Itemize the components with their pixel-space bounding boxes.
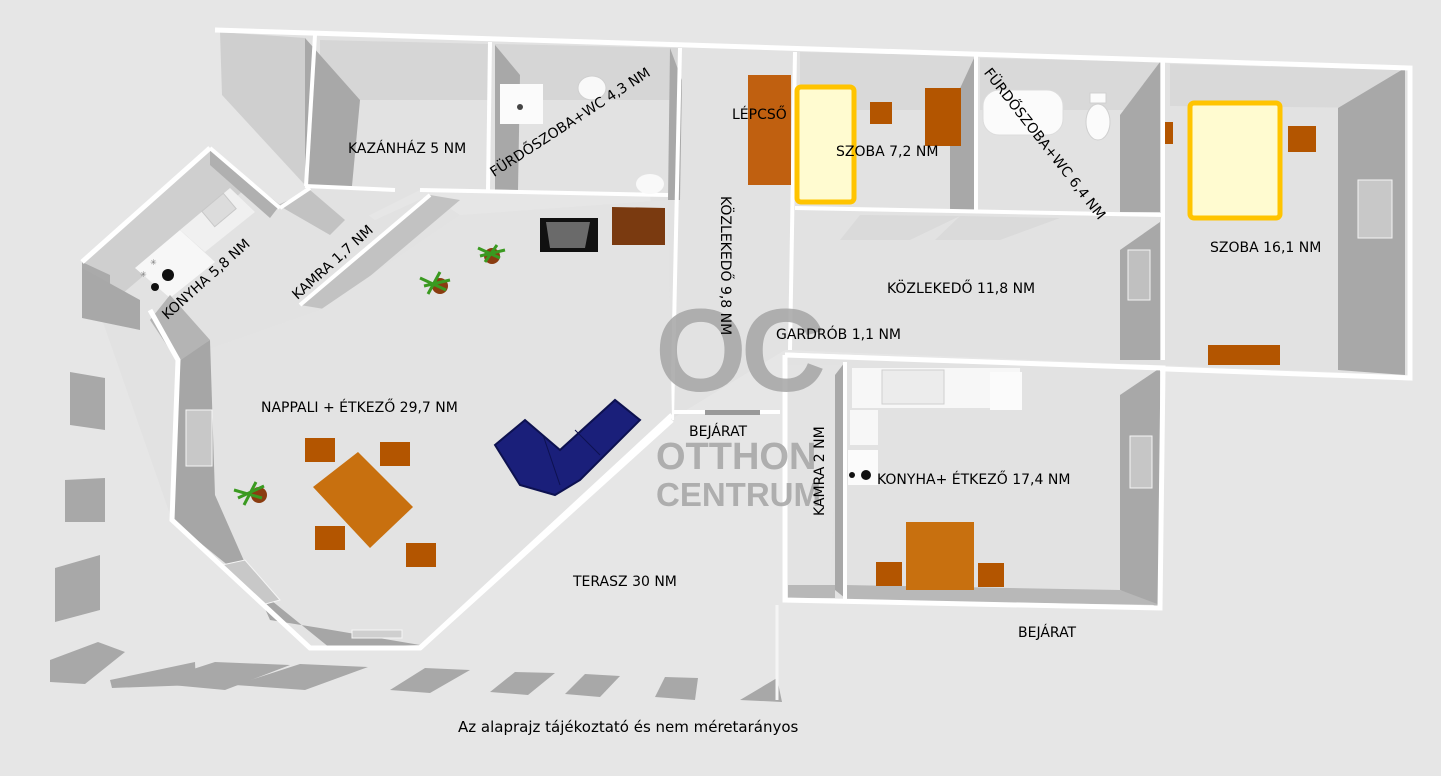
watermark-line1: OTTHON — [656, 436, 817, 478]
svg-text:✳: ✳ — [150, 258, 157, 267]
room-label-szoba-16-1: SZOBA 16,1 NM — [1210, 240, 1322, 256]
room-label-szoba-7-2: SZOBA 7,2 NM — [836, 144, 939, 160]
room-label-kazanhaz: KAZÁNHÁZ 5 NM — [348, 141, 467, 157]
room-label-bejarat-lower: BEJÁRAT — [1018, 625, 1077, 641]
room-label-kamra-2: KAMRA 2 NM — [812, 426, 828, 516]
disclaimer-note: Az alaprajz tájékoztató és nem méretarán… — [458, 718, 799, 736]
room-label-gardrob: GARDRÓB 1,1 NM — [776, 327, 902, 343]
living-room — [147, 200, 780, 651]
svg-text:✳: ✳ — [140, 270, 147, 279]
watermark-line2: CENTRUM — [656, 476, 821, 513]
room-label-konyha-etkezo: KONYHA+ ÉTKEZŐ 17,4 NM — [877, 472, 1071, 488]
lower-right-wing — [782, 352, 1166, 611]
room-label-kozlekedo-11-8: KÖZLEKEDŐ 11,8 NM — [887, 281, 1036, 297]
room-label-nappali: NAPPALI + ÉTKEZŐ 29,7 NM — [261, 400, 458, 416]
room-label-lepcso: LÉPCSŐ — [732, 107, 787, 123]
terrace-railing — [50, 268, 782, 702]
watermark-logo: OC — [655, 285, 826, 417]
room-label-bejarat-main: BEJÁRAT — [689, 424, 748, 440]
upper-furniture — [500, 75, 1316, 365]
room-label-terasz: TERASZ 30 NM — [573, 574, 677, 590]
room-label-kozlekedo-9-8: KÖZLEKEDŐ 9,8 NM — [717, 196, 733, 336]
